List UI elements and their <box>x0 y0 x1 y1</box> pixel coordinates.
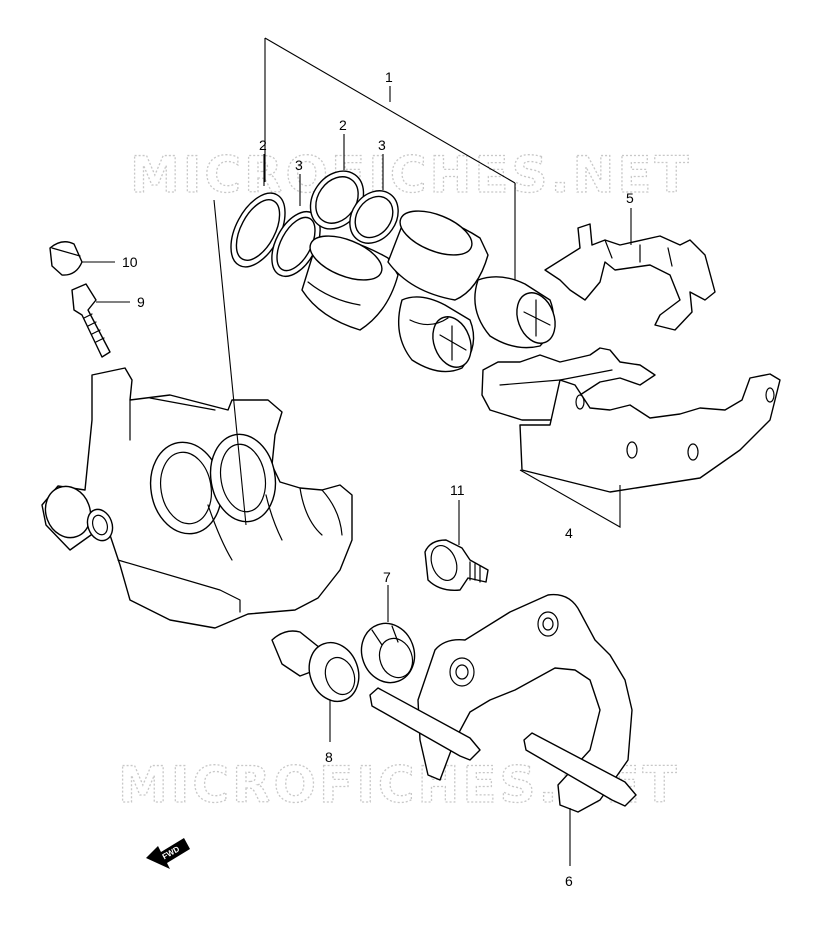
piston-rear <box>387 210 489 301</box>
callout-3b: 3 <box>378 137 386 153</box>
callout-10: 10 <box>122 254 138 270</box>
boot-7 <box>360 585 416 684</box>
watermark-top: MICROFICHES.NET <box>130 146 692 204</box>
fwd-arrow-icon: FWD <box>146 838 190 869</box>
piston-insulator-front <box>397 296 475 373</box>
slide-pin-8 <box>271 630 360 742</box>
seal-ring-3a <box>271 211 321 277</box>
callout-6: 6 <box>565 873 573 889</box>
piston-insulator-rear <box>474 276 556 349</box>
callout-4: 4 <box>565 525 573 541</box>
callout-2b: 2 <box>339 117 347 133</box>
brake-pads-4 <box>481 347 781 528</box>
seal-ring-3b <box>349 190 399 244</box>
callout-7: 7 <box>383 569 391 585</box>
bolt-11 <box>424 500 489 591</box>
part-1-bracket-lines <box>264 37 516 280</box>
piston-front <box>301 235 399 331</box>
caliper-bracket-6 <box>369 593 637 866</box>
callout-11: 11 <box>450 482 465 498</box>
callout-9: 9 <box>137 294 145 310</box>
callout-5: 5 <box>626 190 634 206</box>
bleeder-valve-9 <box>71 283 130 358</box>
callout-2a: 2 <box>259 137 267 153</box>
bleeder-cap-10 <box>49 241 115 276</box>
seal-ring-2a <box>230 192 286 268</box>
callout-8: 8 <box>325 749 333 765</box>
callout-3a: 3 <box>295 157 303 173</box>
caliper-body <box>41 199 353 629</box>
callout-1: 1 <box>385 69 393 85</box>
pad-spring-5 <box>544 223 716 331</box>
